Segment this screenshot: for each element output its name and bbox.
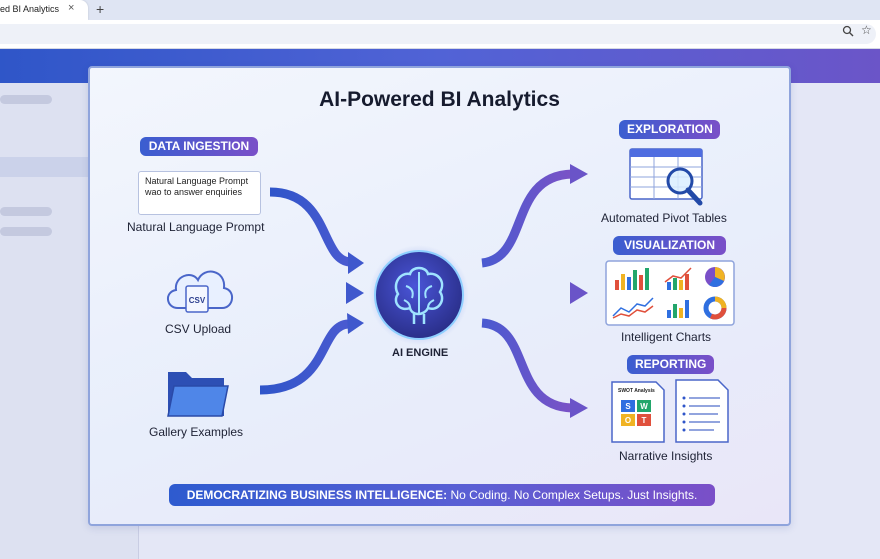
tagline-rest: No Coding. No Complex Setups. Just Insig… [447,488,698,502]
gallery-examples-label: Gallery Examples [149,425,244,439]
sidebar-item[interactable] [0,207,52,216]
bookmark-star-icon[interactable]: ☆ [861,23,872,37]
infographic-card: AI-Powered BI Analytics DATA INGESTION N… [88,66,791,526]
browser-tab[interactable]: ed BI Analytics × [0,0,88,20]
swot-o: O [625,416,631,425]
pivot-table-icon [629,148,703,206]
swot-w: W [640,402,648,411]
new-tab-button[interactable]: + [96,1,105,17]
tagline-bold: DEMOCRATIZING BUSINESS INTELLIGENCE: [186,488,448,502]
sidebar-item[interactable] [0,95,52,104]
prompt-text-box: Natural Language Prompt wao to answer en… [138,171,261,215]
intelligent-charts-label: Intelligent Charts [621,330,712,344]
csv-file-label: CSV [189,296,206,305]
folder-icon [167,372,229,417]
tab-bar: ed BI Analytics × + [0,0,880,20]
reporting-heading: REPORTING [627,355,714,374]
close-tab-icon[interactable]: × [68,2,75,14]
swot-s: S [625,402,631,411]
infographic-title: AI-Powered BI Analytics [319,88,560,111]
swot-title: SWOT Analysis [618,388,655,394]
zoom-icon[interactable] [842,25,854,37]
tab-title: ed BI Analytics [0,4,60,14]
brain-icon [369,245,469,345]
ai-engine-label: AI ENGINE [392,347,449,359]
natural-language-prompt-label: Natural Language Prompt [127,220,265,234]
browser-toolbar: ☆ [0,20,880,49]
arrow-prompt-to-engine [269,187,352,267]
narrative-insights-label: Narrative Insights [619,449,713,463]
tagline-banner: DEMOCRATIZING BUSINESS INTELLIGENCE: No … [169,484,715,506]
data-ingestion-heading: DATA INGESTION [140,137,258,156]
csv-upload-label: CSV Upload [165,322,232,336]
address-bar[interactable] [0,24,876,44]
arrow-gallery-to-engine [259,319,349,395]
sidebar-item[interactable] [0,227,52,236]
visualization-heading: VISUALIZATION [613,236,726,255]
reports-documents-icon: SWOT Analysis S W O T [611,379,729,443]
cloud-upload-icon: CSV [167,270,233,313]
swot-t: T [642,416,647,425]
exploration-heading: EXPLORATION [619,120,720,139]
automated-pivot-tables-label: Automated Pivot Tables [601,211,727,225]
flow-arrows [259,164,588,418]
arrow-engine-to-reporting [481,318,573,413]
charts-dashboard-icon [605,260,735,326]
arrow-engine-to-exploration [481,169,573,268]
